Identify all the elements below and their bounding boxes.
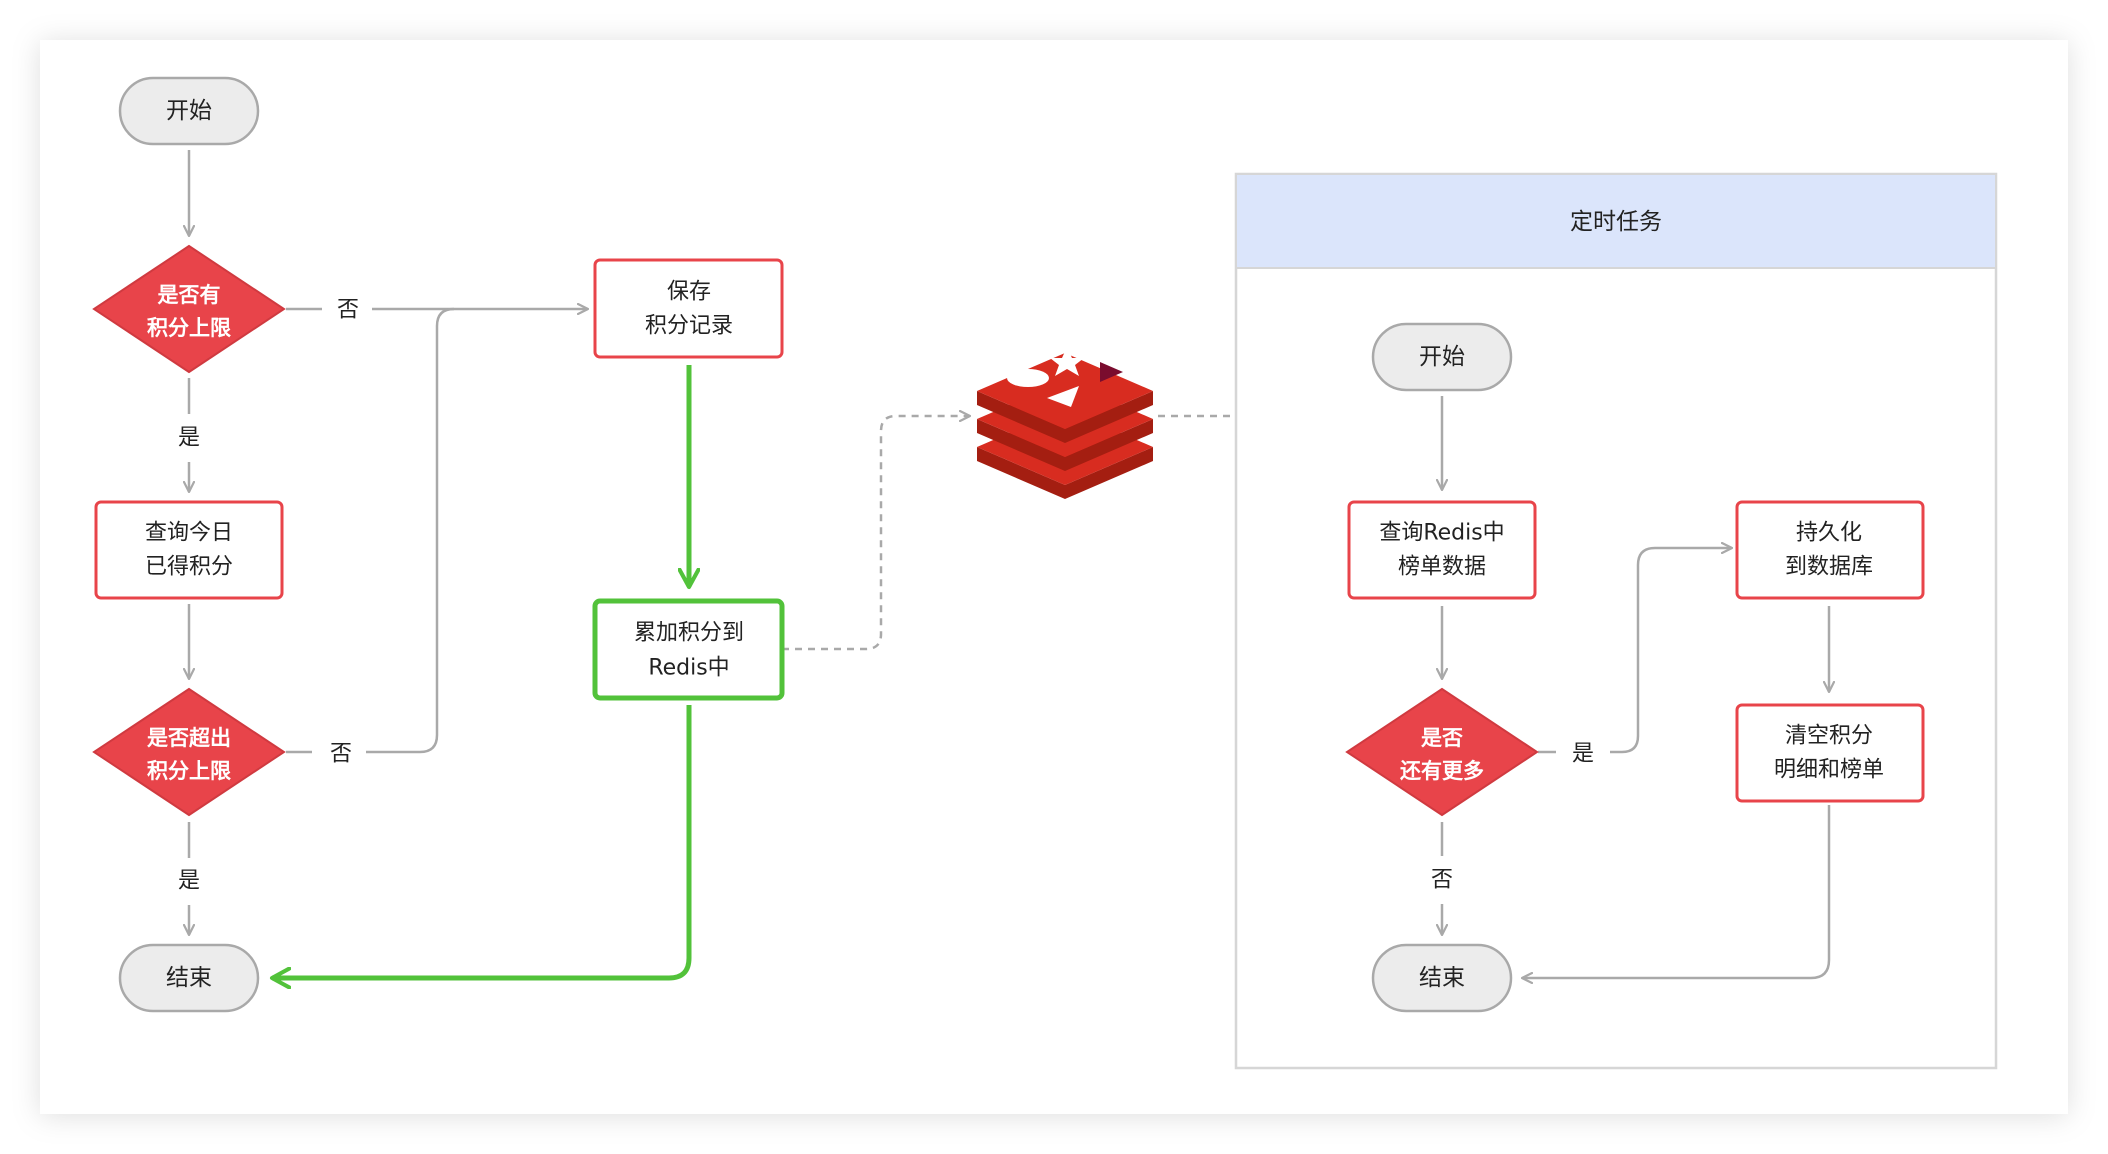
decision-more-no-label: 否	[1431, 868, 1453, 893]
save-line1: 保存	[667, 280, 711, 305]
query-today-node: 查询今日 已得积分	[94, 500, 284, 600]
decision1-no-label: 否	[337, 298, 359, 323]
decision-has-more: 是否 还有更多	[1345, 687, 1539, 817]
decision2-no-label: 否	[330, 742, 352, 767]
decision1-line2: 积分上限	[147, 316, 231, 340]
lane-connectors	[1442, 396, 1829, 978]
start-label: 开始	[166, 98, 212, 124]
end-label: 结束	[166, 965, 212, 991]
green-path	[272, 365, 689, 978]
lane-end-label: 结束	[1419, 965, 1465, 991]
save-line2: 积分记录	[645, 314, 733, 339]
lane-start-node: 开始	[1371, 322, 1513, 392]
decision-exceeds-limit: 是否超出 积分上限	[92, 687, 286, 817]
persist-line1: 持久化	[1796, 521, 1862, 546]
edge-clear-to-end	[1522, 805, 1831, 978]
edge-decision2-no	[366, 307, 455, 754]
clear-line1: 清空积分	[1785, 724, 1873, 749]
decision-has-limit: 是否有 积分上限	[92, 244, 286, 374]
decision-more-yes-label: 是	[1572, 742, 1594, 767]
start-node: 开始	[118, 76, 260, 146]
clear-line2: 明细和榜单	[1774, 758, 1884, 783]
query-redis-line1: 查询Redis中	[1379, 521, 1504, 546]
save-record-node: 保存 积分记录	[593, 258, 784, 359]
accumulate-node: 累加积分到 Redis中	[592, 598, 785, 701]
decision2-line2: 积分上限	[147, 759, 231, 783]
persist-node: 持久化 到数据库	[1735, 500, 1925, 600]
decision2-line1: 是否超出	[147, 726, 231, 750]
decision1-line1: 是否有	[158, 283, 221, 307]
lane-start-label: 开始	[1419, 344, 1465, 370]
query-redis-line2: 榜单数据	[1398, 555, 1486, 580]
accumulate-line2: Redis中	[648, 656, 729, 681]
edge-accumulate-to-end	[272, 705, 692, 978]
query-today-line1: 查询今日	[145, 521, 233, 546]
end-node: 结束	[118, 943, 260, 1013]
scheduled-task-lane: 定时任务	[1234, 172, 1998, 1070]
persist-line2: 到数据库	[1785, 555, 1873, 580]
redis-logo-icon	[977, 347, 1153, 499]
accumulate-line1: 累加积分到	[634, 621, 744, 646]
edge-decision-yes-to-persist	[1610, 548, 1732, 754]
decision-more-line1: 是否	[1421, 726, 1463, 750]
edge-accumulate-to-redis	[782, 416, 970, 651]
decision2-yes-label: 是	[178, 869, 200, 894]
left-connectors	[189, 150, 588, 935]
decision-more-line2: 还有更多	[1399, 759, 1484, 783]
query-redis-node: 查询Redis中 榜单数据	[1347, 500, 1537, 600]
clear-node: 清空积分 明细和榜单	[1735, 703, 1925, 803]
lane-title: 定时任务	[1570, 209, 1662, 235]
decision1-yes-label: 是	[178, 426, 200, 451]
lane-end-node: 结束	[1371, 943, 1513, 1013]
query-today-line2: 已得积分	[145, 555, 233, 580]
